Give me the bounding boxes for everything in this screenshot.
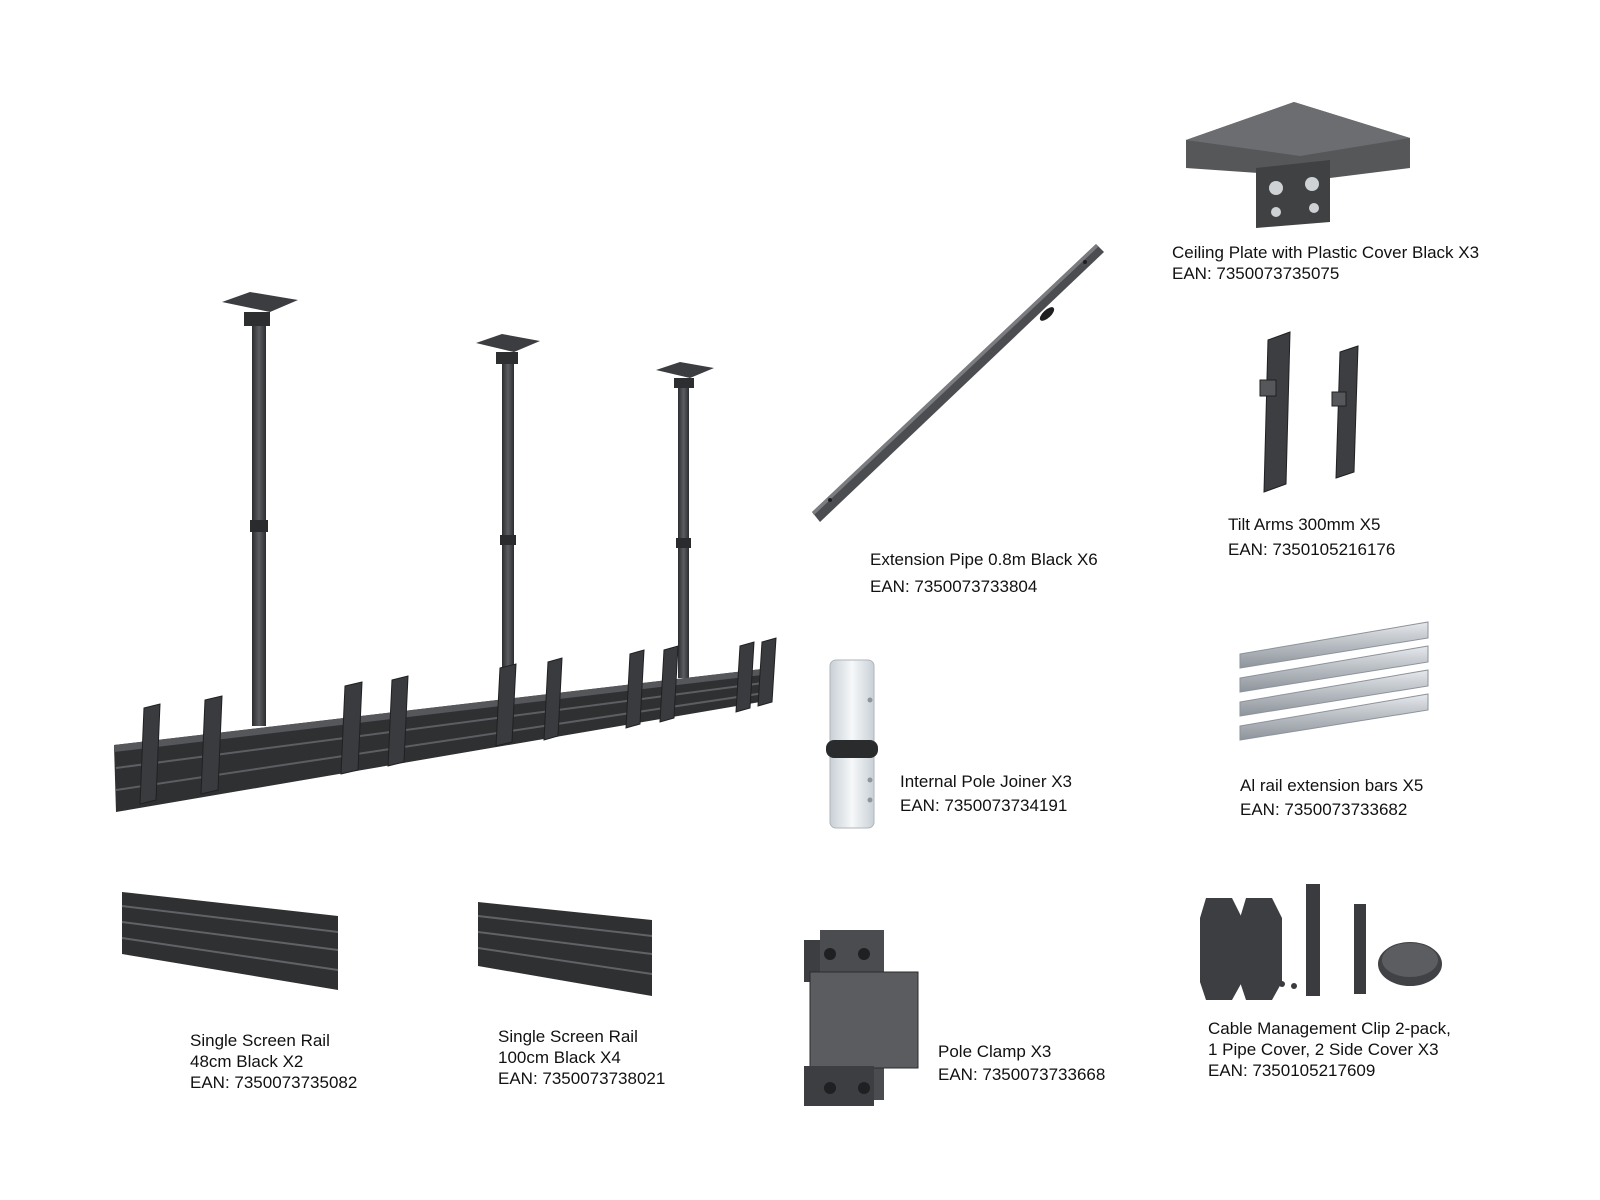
pole-clamp-ean: EAN: 7350073733668 — [938, 1065, 1106, 1084]
rail-100-ean: EAN: 7350073738021 — [498, 1069, 666, 1088]
al-rail-bars-image — [1239, 621, 1429, 741]
tilt-arms-name: Tilt Arms 300mm X5 — [1228, 515, 1381, 534]
extension-pipe-ean: EAN: 7350073733804 — [870, 577, 1038, 596]
rail-100-name-line1: Single Screen Rail — [498, 1027, 638, 1046]
tilt-arms-ean: EAN: 7350105216176 — [1228, 540, 1396, 559]
rail-48-ean: EAN: 7350073735082 — [190, 1073, 358, 1092]
caption-tilt-arms: Tilt Arms 300mm X5 EAN: 7350105216176 — [1228, 512, 1395, 562]
caption-pole-joiner: Internal Pole Joiner X3 EAN: 73500737341… — [900, 770, 1072, 818]
pole-joiner-image — [826, 659, 878, 829]
assembled-ceiling-mount-image — [114, 292, 777, 812]
ceiling-plate-ean: EAN: 7350073735075 — [1172, 264, 1340, 283]
rail-48-name-line2: 48cm Black X2 — [190, 1052, 304, 1071]
al-rail-bars-ean: EAN: 7350073733682 — [1240, 800, 1408, 819]
caption-rail-48: Single Screen Rail 48cm Black X2 EAN: 73… — [190, 1030, 357, 1093]
rail-48-name-line1: Single Screen Rail — [190, 1031, 330, 1050]
extension-pipe-name: Extension Pipe 0.8m Black X6 — [870, 550, 1098, 569]
ceiling-plate-2 — [476, 334, 540, 364]
rail-100-name-line2: 100cm Black X4 — [498, 1048, 621, 1067]
tilt-arms-image — [1259, 331, 1359, 493]
pole-joiner-ean: EAN: 7350073734191 — [900, 796, 1068, 815]
cable-clip-name-line2: 1 Pipe Cover, 2 Side Cover X3 — [1208, 1040, 1439, 1059]
screen-rail-48-image — [121, 892, 339, 990]
pole-joiner-name: Internal Pole Joiner X3 — [900, 772, 1072, 791]
ceiling-plate-name: Ceiling Plate with Plastic Cover Black X… — [1172, 243, 1480, 262]
cable-clip-name-line1: Cable Management Clip 2-pack, — [1208, 1019, 1451, 1038]
caption-al-rail-bars: Al rail extension bars X5 EAN: 735007373… — [1240, 774, 1423, 822]
ceiling-plate-1 — [222, 292, 298, 326]
cable-clip-ean: EAN: 7350105217609 — [1208, 1061, 1376, 1080]
pole-clamp-name: Pole Clamp X3 — [938, 1042, 1052, 1061]
caption-extension-pipe: Extension Pipe 0.8m Black X6 EAN: 735007… — [870, 546, 1098, 600]
ceiling-plate-cover-image — [1186, 102, 1410, 228]
caption-cable-clip: Cable Management Clip 2-pack, 1 Pipe Cov… — [1208, 1018, 1451, 1081]
pole-clamp-image — [804, 930, 919, 1106]
cable-clip-image — [1200, 884, 1442, 1000]
caption-rail-100: Single Screen Rail 100cm Black X4 EAN: 7… — [498, 1026, 665, 1089]
ceiling-plate-3 — [656, 362, 714, 388]
extension-pipe-image — [812, 244, 1104, 522]
screen-rail-100-image — [477, 902, 653, 996]
al-rail-bars-name: Al rail extension bars X5 — [1240, 776, 1424, 795]
caption-ceiling-plate: Ceiling Plate with Plastic Cover Black X… — [1172, 242, 1479, 284]
caption-pole-clamp: Pole Clamp X3 EAN: 7350073733668 — [938, 1040, 1105, 1086]
